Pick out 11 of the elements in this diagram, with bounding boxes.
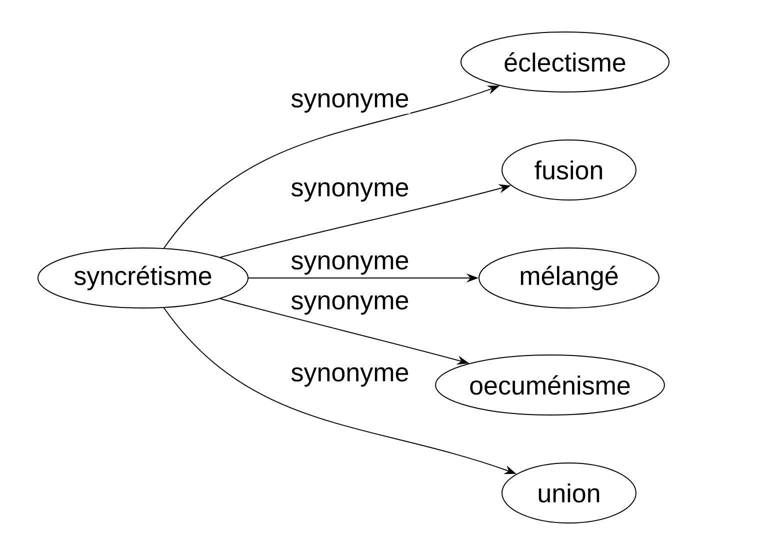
- ellipse-node: mélangé: [478, 248, 660, 308]
- edge-label: synonyme: [290, 181, 410, 203]
- edge-label: synonyme: [290, 92, 410, 114]
- edge-label: synonyme: [290, 294, 410, 316]
- ellipse-node: oecuménisme: [435, 354, 665, 416]
- ellipse-node: syncrétisme: [38, 248, 248, 308]
- ellipse-node: éclectisme: [460, 32, 670, 92]
- edge-label: synonyme: [290, 366, 410, 388]
- ellipse-node: fusion: [502, 140, 636, 200]
- ellipse-node: union: [502, 462, 636, 524]
- edge-label: synonyme: [290, 254, 410, 276]
